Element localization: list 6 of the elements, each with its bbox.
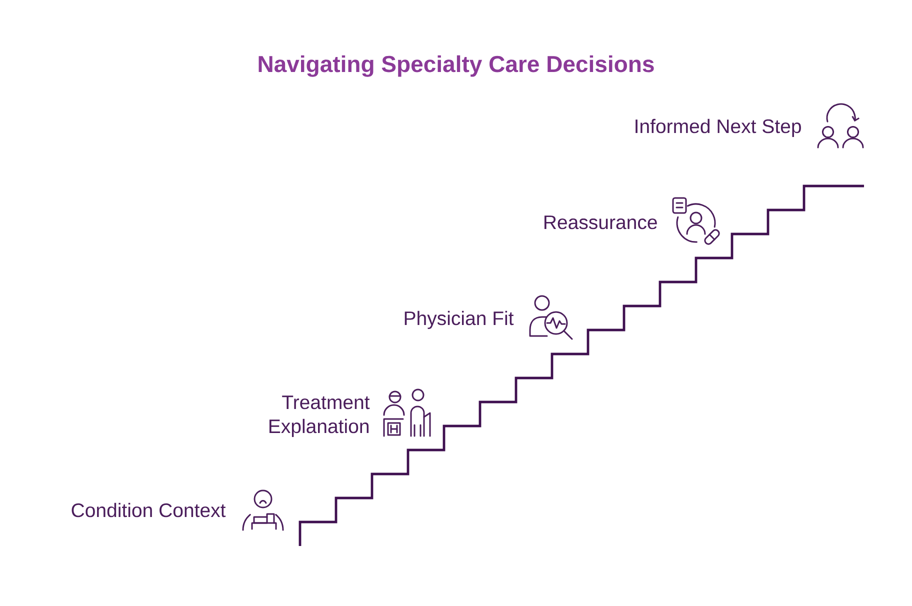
step-label: Physician Fit bbox=[404, 310, 514, 330]
step-label: Informed Next Step bbox=[636, 118, 801, 138]
step-label: Condition Context bbox=[72, 502, 226, 518]
title: Navigating Specialty Care Decisions bbox=[258, 55, 654, 77]
step-label: Treatment Explanation bbox=[270, 396, 370, 438]
step-label: Reassurance bbox=[544, 216, 657, 230]
